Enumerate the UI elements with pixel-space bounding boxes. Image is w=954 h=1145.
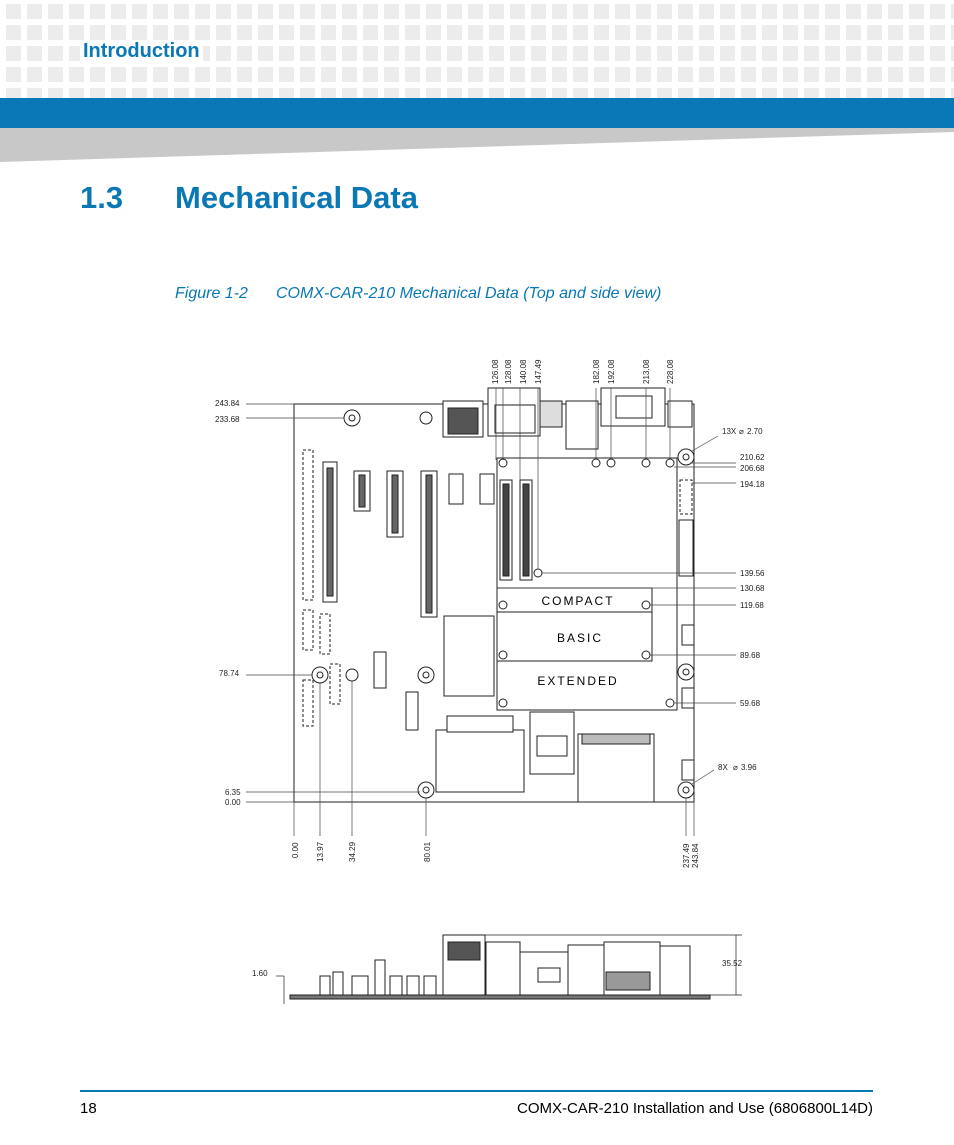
vga-connector — [600, 387, 666, 427]
dia-symbol: ⌀ — [733, 763, 738, 772]
dia-symbol: ⌀ — [739, 427, 744, 436]
mounting-hole — [417, 781, 435, 799]
dim-bottom: 243.84 — [691, 843, 700, 868]
mounting-hole — [677, 781, 695, 799]
figure-number: Figure 1-2 — [175, 285, 248, 302]
figure-caption: COMX-CAR-210 Mechanical Data (Top and si… — [276, 285, 662, 302]
dim-right: 89.68 — [740, 651, 761, 660]
dim-left: 0.00 — [225, 798, 241, 807]
small-connector — [373, 651, 387, 689]
dim-right: 59.68 — [740, 699, 761, 708]
dim-top: 213.08 — [642, 359, 651, 384]
expansion-slot — [386, 470, 404, 538]
header-gray-wedge — [0, 128, 954, 162]
com-module-outline — [496, 457, 678, 711]
io-connector — [487, 387, 541, 437]
pin-header — [302, 449, 314, 601]
dim-left: 243.84 — [215, 399, 240, 408]
fan-connector — [681, 687, 695, 709]
zone-compact-label: COMPACT — [541, 594, 614, 608]
io-connector-inner — [494, 404, 536, 434]
dim-callout-8x: 8X — [718, 763, 728, 772]
dim-top: 140.08 — [519, 359, 528, 384]
expansion-slot — [353, 470, 371, 512]
mounting-hole — [419, 411, 433, 425]
chip — [529, 711, 575, 775]
dim-left: 233.68 — [215, 415, 240, 424]
page-number: 18 — [80, 1100, 97, 1117]
pin-header — [302, 679, 314, 727]
header-blue-band — [0, 98, 954, 128]
dim-top: 126.08 — [491, 359, 500, 384]
dim-top: 182.08 — [592, 359, 601, 384]
dim-bottom: 13.97 — [316, 841, 325, 862]
dim-bottom: 80.01 — [423, 841, 432, 862]
dim-top: 128.08 — [504, 359, 513, 384]
dim-callout-13x-dia: 2.70 — [747, 427, 763, 436]
dim-top: 228.08 — [666, 359, 675, 384]
dim-top: 192.08 — [607, 359, 616, 384]
dim-right: 206.68 — [740, 464, 765, 473]
fan-connector — [681, 624, 695, 646]
mounting-hole — [345, 668, 359, 682]
section-number: 1.3 — [80, 180, 124, 215]
connector-right — [678, 519, 694, 577]
side-view — [276, 934, 742, 1004]
module-connector — [519, 479, 533, 581]
small-connector — [405, 691, 419, 731]
dim-right: 139.56 — [740, 569, 765, 578]
mini-card — [443, 615, 495, 697]
side-height-dim: 35.52 — [722, 959, 743, 968]
mounting-hole — [417, 666, 435, 684]
expansion-slot — [420, 470, 438, 618]
zone-basic-label: BASIC — [557, 631, 603, 645]
mounting-hole — [311, 666, 329, 684]
module-connector — [499, 479, 513, 581]
dim-callout-8x-dia: 3.96 — [741, 763, 757, 772]
mounting-hole — [343, 409, 361, 427]
io-connector — [667, 400, 693, 428]
sata-connector — [448, 473, 464, 505]
dim-left: 6.35 — [225, 788, 241, 797]
sata-connector — [479, 473, 495, 505]
io-connector — [539, 400, 563, 428]
fan-connector — [681, 759, 695, 781]
mounting-hole — [677, 448, 695, 466]
dim-top: 147.49 — [534, 359, 543, 384]
section-title: Mechanical Data — [175, 180, 418, 215]
dim-right: 210.62 — [740, 453, 765, 462]
dim-left: 78.74 — [219, 669, 240, 678]
io-connector — [565, 400, 599, 450]
mounting-hole — [677, 663, 695, 681]
dim-right: 194.18 — [740, 480, 765, 489]
dim-right: 119.68 — [740, 601, 764, 610]
pin-header — [329, 663, 341, 705]
header-section-name: Introduction — [80, 40, 203, 63]
dim-bottom: 237.49 — [682, 843, 691, 868]
mini-pcie-slot — [435, 729, 525, 793]
footer-rule — [80, 1090, 873, 1092]
dim-bottom: 34.29 — [348, 841, 357, 862]
vga-connector-inner — [615, 395, 653, 419]
pin-header — [302, 609, 314, 651]
pin-header — [319, 613, 331, 655]
dim-right: 130.68 — [740, 584, 765, 593]
expansion-slot — [322, 461, 338, 603]
module-hole — [498, 458, 508, 468]
dim-callout-13x: 13X — [722, 427, 737, 436]
side-thickness-dim: 1.60 — [252, 969, 268, 978]
pin-header — [679, 479, 693, 515]
dim-bottom: 0.00 — [291, 842, 300, 858]
zone-extended-label: EXTENDED — [537, 674, 618, 688]
footer-doc-title: COMX-CAR-210 Installation and Use (68068… — [516, 1100, 873, 1117]
io-connector-fill — [447, 407, 479, 435]
